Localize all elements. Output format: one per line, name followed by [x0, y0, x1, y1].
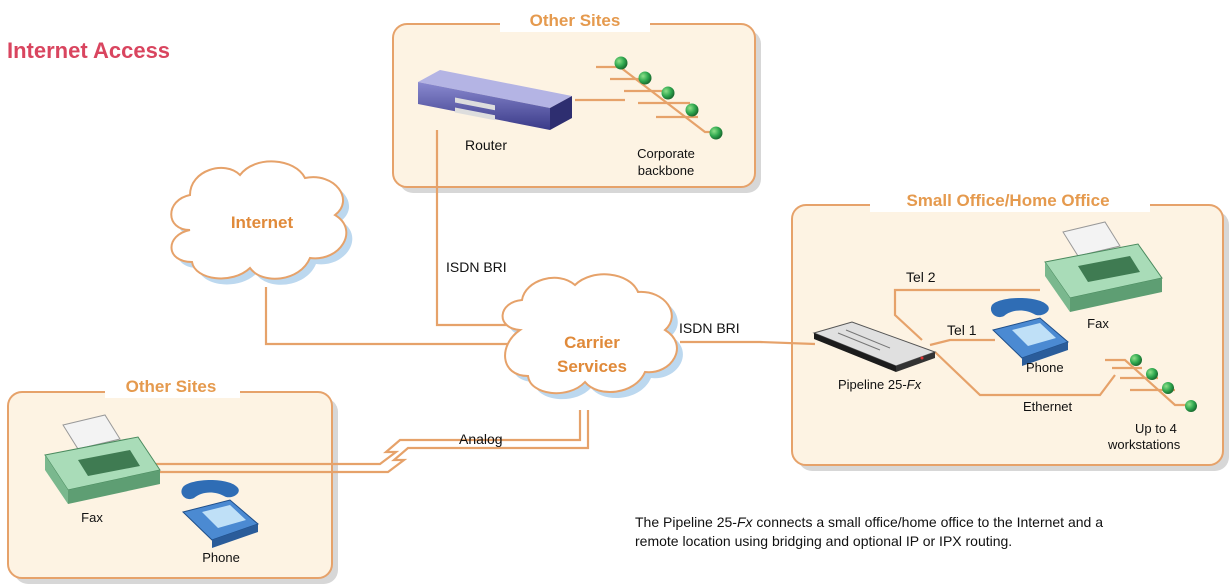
- pipeline-device-icon: [812, 321, 937, 372]
- isdn-vertical-label: ISDN BRI: [446, 259, 507, 275]
- workstations-label-2: workstations: [1107, 437, 1181, 452]
- diagram-caption: The Pipeline 25-Fx connects a small offi…: [635, 513, 1105, 551]
- pipeline-label-model: Fx: [907, 377, 922, 392]
- workstations-icon: [1105, 354, 1197, 412]
- soho-fax-label: Fax: [1087, 316, 1109, 331]
- analog-label: Analog: [459, 431, 503, 447]
- carrier-label-1: Carrier: [564, 333, 620, 352]
- top-box-title: Other Sites: [530, 11, 621, 30]
- ethernet-label: Ethernet: [1023, 399, 1073, 414]
- top-site-box: Other Sites: [392, 10, 761, 193]
- soho-box-title: Small Office/Home Office: [906, 191, 1109, 210]
- internet-label: Internet: [231, 213, 294, 232]
- remote-phone-icon: [181, 480, 259, 548]
- soho-fax-icon: [1044, 221, 1163, 312]
- internet-link: [264, 287, 510, 346]
- caption-part2: connects a small office/home office to t…: [635, 514, 1103, 549]
- tel1-link: [929, 338, 995, 347]
- isdn-horizontal-label: ISDN BRI: [679, 320, 740, 336]
- tel2-link: [893, 288, 1040, 341]
- router-icon: [418, 70, 572, 130]
- ethernet-link: [934, 351, 1116, 397]
- soho-phone-label: Phone: [1026, 360, 1064, 375]
- analog-link-b: [150, 410, 590, 474]
- backbone-icon: [575, 56, 723, 140]
- carrier-cloud-icon: [501, 273, 683, 400]
- tel1-label: Tel 1: [947, 322, 977, 338]
- remote-phone-label: Phone: [202, 550, 240, 565]
- soho-phone-icon: [990, 298, 1069, 366]
- left-box-title: Other Sites: [126, 377, 217, 396]
- remote-fax-icon: [44, 414, 161, 504]
- pipeline-label: Pipeline 25-Fx: [838, 377, 922, 392]
- isdn-link-pipeline: [680, 340, 816, 346]
- remote-fax-label: Fax: [81, 510, 103, 525]
- connection-lines: [150, 130, 1116, 474]
- router-label: Router: [465, 137, 507, 153]
- isdn-link-router: [435, 130, 520, 327]
- workstations-label-1: Up to 4: [1135, 421, 1177, 436]
- caption-model: Fx: [736, 514, 753, 530]
- analog-link-a: [150, 410, 582, 466]
- carrier-label-2: Services: [557, 357, 627, 376]
- pipeline-label-prefix: Pipeline 25-: [838, 377, 907, 392]
- internet-cloud-icon: [170, 160, 353, 285]
- tel2-label: Tel 2: [906, 269, 936, 285]
- page-title: Internet Access: [7, 38, 170, 63]
- backbone-label-2: backbone: [638, 163, 694, 178]
- caption-part1: The Pipeline 25-: [635, 514, 737, 530]
- backbone-label-1: Corporate: [637, 146, 695, 161]
